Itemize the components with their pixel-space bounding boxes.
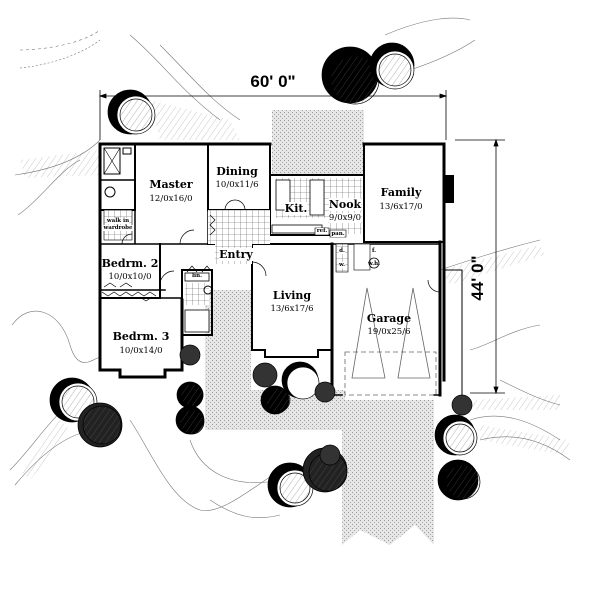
label-dryer: d. (339, 248, 345, 254)
overall-width-dimension: 60' 0" (250, 72, 296, 91)
label-ref: ref. (316, 228, 328, 234)
trees (49, 42, 481, 508)
tree (49, 377, 123, 448)
tree (107, 89, 156, 135)
room-entry-name: Entry (219, 248, 253, 261)
room-bedroom3-name: Bedrm. 3 (112, 330, 170, 343)
tree (252, 361, 336, 415)
room-dining-name: Dining (216, 165, 258, 178)
tree (267, 444, 348, 508)
room-master-name: Master (149, 178, 193, 191)
room-master-dims: 12/0x16/0 (149, 194, 193, 204)
house-walls (98, 142, 463, 397)
dimension-lines (98, 90, 505, 395)
label-washer: w. (338, 262, 346, 268)
landscape-hatch (20, 100, 570, 480)
label-linen: lin. (191, 273, 203, 279)
room-bedroom3-dims: 10/0x14/0 (119, 346, 163, 356)
room-bedroom2-name: Bedrm. 2 (101, 257, 159, 270)
label-pantry: pan. (331, 231, 345, 237)
room-family-name: Family (380, 186, 422, 199)
room-nook-dims: 9/0x9/0 (328, 213, 362, 223)
room-living-name: Living (272, 289, 312, 302)
room-dining-dims: 10/0x11/6 (215, 180, 259, 190)
tree (321, 42, 415, 105)
overall-depth-dimension: 44' 0" (468, 255, 487, 301)
label-water-heater: w.h. (367, 261, 381, 267)
label-furnace: f. (371, 248, 377, 254)
tree (434, 394, 481, 501)
room-garage-dims: 19/0x25/6 (367, 327, 411, 337)
room-family-dims: 13/6x17/0 (379, 202, 423, 212)
label-wardrobe: wardrobe (103, 225, 133, 231)
room-nook-name: Nook (328, 198, 362, 211)
tree (175, 344, 205, 435)
room-kitchen-name: Kit. (284, 202, 308, 215)
room-living-dims: 13/6x17/6 (270, 304, 314, 314)
room-bedroom2-dims: 10/0x10/0 (108, 272, 152, 282)
label-walk-in: walk in (106, 218, 130, 224)
room-garage-name: Garage (366, 312, 412, 325)
